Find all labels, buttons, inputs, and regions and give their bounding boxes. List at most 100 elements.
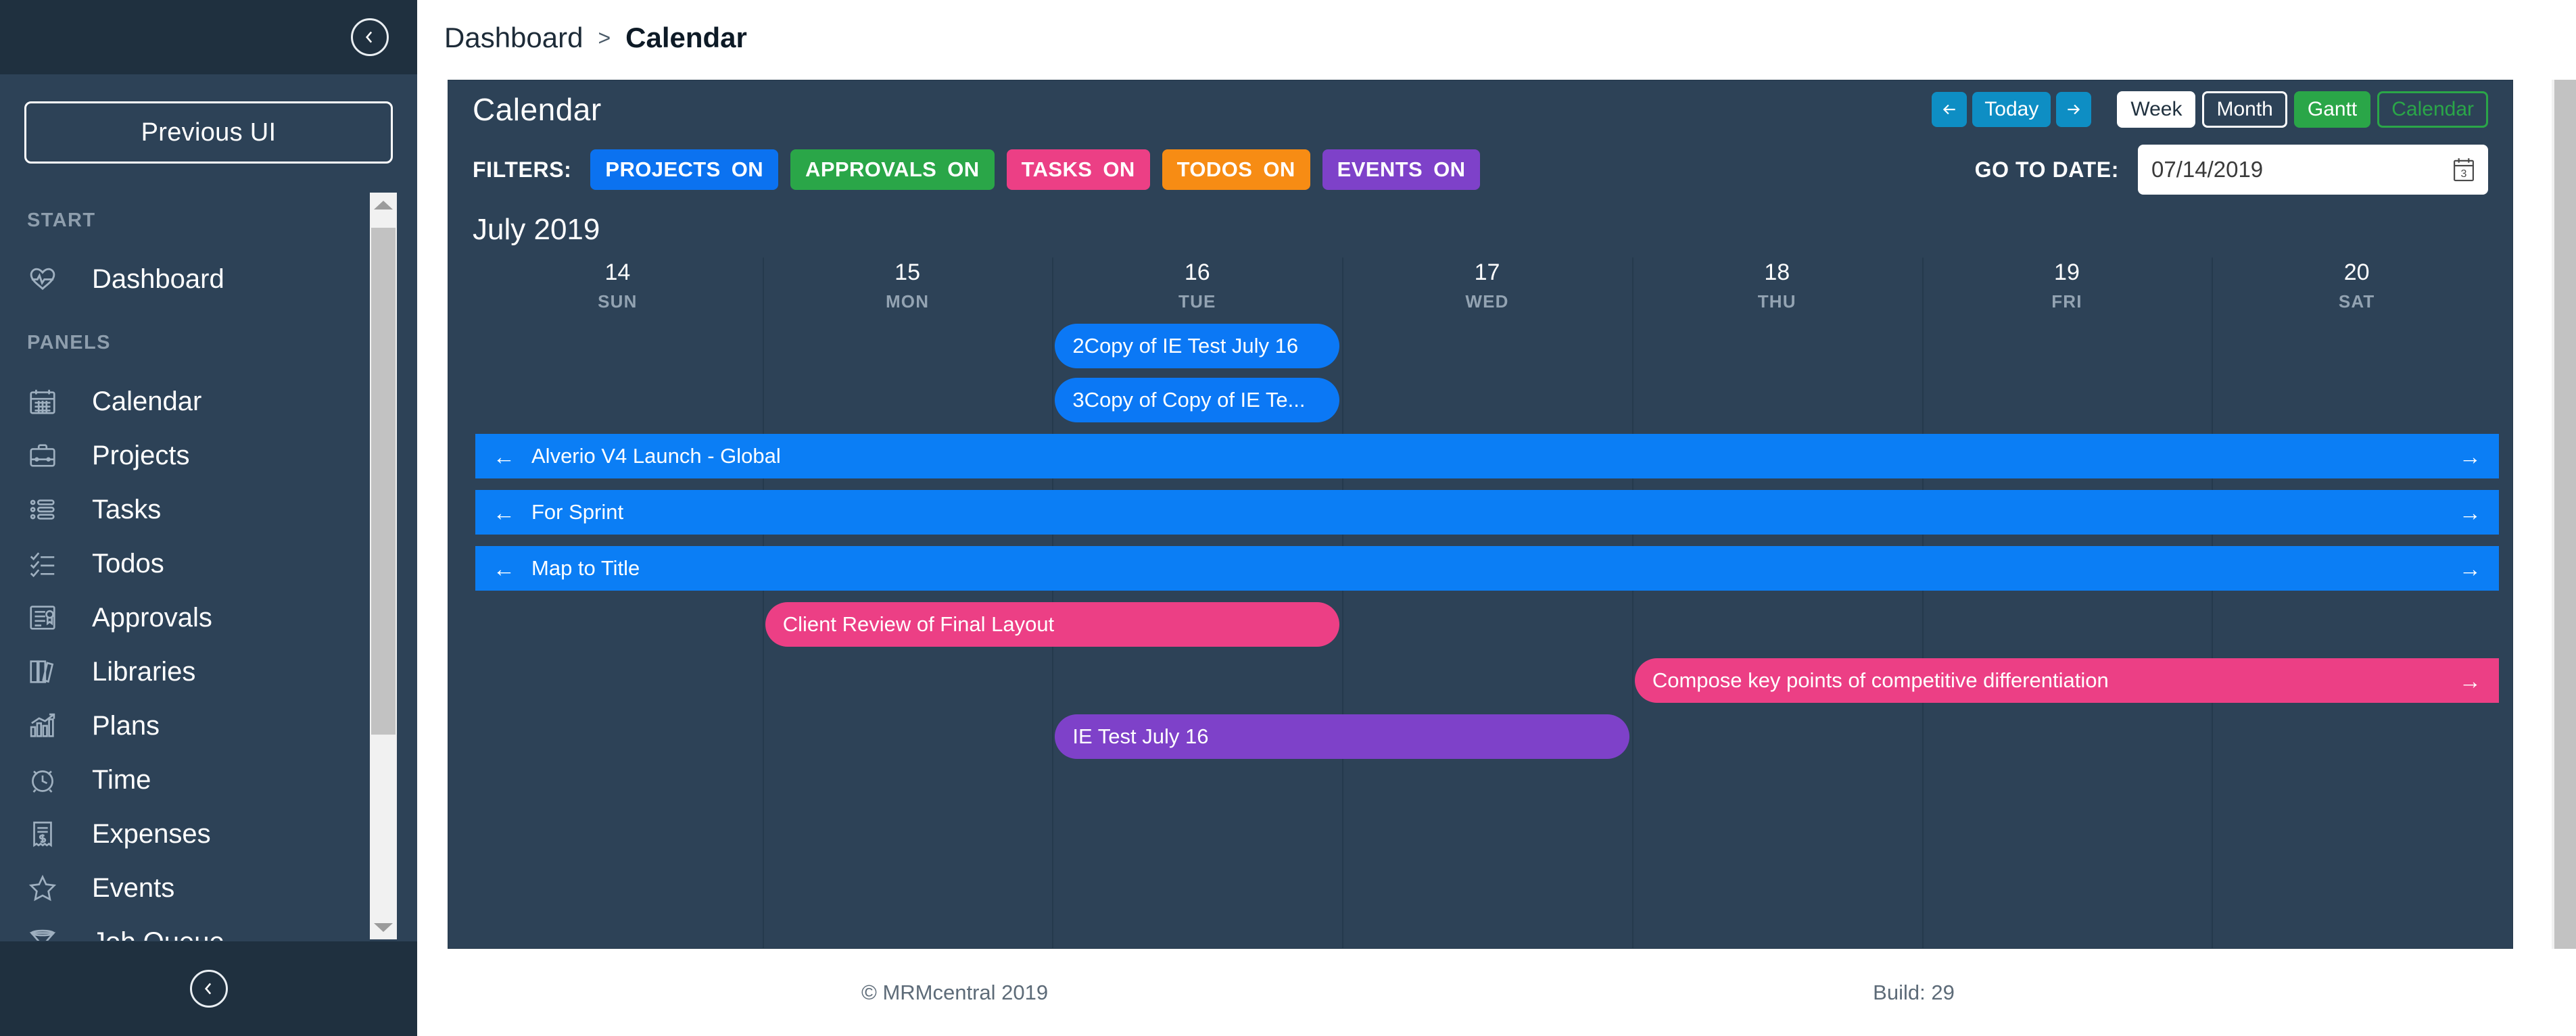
day-number: 20 — [2343, 260, 2370, 285]
sidebar-item-label: Calendar — [92, 386, 202, 416]
breadcrumb-current: Calendar — [625, 22, 747, 53]
sidebar-item-projects[interactable]: Projects — [0, 428, 385, 483]
sidebar-item-tasks[interactable]: Tasks — [0, 483, 385, 537]
event-title: Compose key points of competitive differ… — [1652, 668, 2109, 692]
day-of-week: WED — [1465, 291, 1509, 312]
calendar-day-column[interactable] — [1342, 316, 1632, 762]
sidebar-item-label: Events — [92, 872, 175, 903]
filter-chip-state: ON — [1263, 157, 1295, 181]
event-continues-right-arrow-icon: → — [2459, 443, 2481, 469]
calendar-picker-icon[interactable]: 3 — [2452, 157, 2476, 182]
sidebar-item-time[interactable]: Time — [0, 753, 385, 807]
sidebar: Previous UI START Dashboard PANELS — [0, 0, 417, 1036]
panel-scrollbar-thumb[interactable] — [2554, 80, 2576, 949]
calendar-event[interactable]: ←Alverio V4 Launch - Global→ — [475, 434, 2499, 478]
footer-build: Build: 29 — [1873, 981, 1955, 1004]
breadcrumb-dashboard-link[interactable]: Dashboard — [444, 22, 583, 53]
sidebar-footer — [0, 941, 417, 1036]
calendar-event[interactable]: IE Test July 16 — [1055, 714, 1629, 759]
sidebar-item-label: Tasks — [92, 494, 162, 524]
sidebar-item-dashboard[interactable]: Dashboard — [0, 252, 385, 306]
certificate-icon — [27, 600, 66, 635]
sidebar-item-libraries[interactable]: Libraries — [0, 645, 385, 699]
panel-scrollbar[interactable] — [2552, 80, 2576, 949]
bar-chart-up-icon — [27, 708, 66, 743]
sidebar-collapse-top-button[interactable] — [351, 18, 389, 56]
today-button[interactable]: Today — [1972, 92, 2051, 127]
filter-chip-state: ON — [1433, 157, 1466, 181]
calendar-event[interactable]: ←Map to Title→ — [475, 546, 2499, 591]
sidebar-item-plans[interactable]: Plans — [0, 699, 385, 753]
calendar-day-column[interactable] — [1631, 316, 1922, 762]
sidebar-item-approvals[interactable]: Approvals — [0, 591, 385, 645]
sidebar-nav: START Dashboard PANELS — [0, 184, 417, 941]
sidebar-section-panels-label: PANELS — [27, 332, 111, 353]
books-icon — [27, 654, 66, 689]
event-continues-right-arrow-icon: → — [2459, 499, 2481, 525]
calendar-events-layer: 2Copy of IE Test July 16 3Copy of Copy of… — [473, 316, 2502, 762]
sidebar-item-expenses[interactable]: Expenses — [0, 807, 385, 861]
event-title: Map to Title — [531, 556, 640, 580]
previous-ui-button[interactable]: Previous UI — [24, 101, 393, 164]
breadcrumb-separator: > — [598, 25, 611, 50]
view-gantt-button[interactable]: Gantt — [2293, 91, 2371, 128]
day-of-week: THU — [1757, 291, 1796, 312]
prev-period-button[interactable] — [1932, 92, 1967, 127]
calendar-day-column[interactable] — [1922, 316, 2212, 762]
calendar-event[interactable]: Client Review of Final Layout — [765, 602, 1340, 647]
sidebar-item-job-queue[interactable]: Job Queue — [0, 915, 385, 941]
filters-label: FILTERS: — [473, 157, 572, 182]
calendar-event[interactable]: 2Copy of IE Test July 16 — [1055, 324, 1340, 368]
sidebar-item-label: Libraries — [92, 656, 196, 687]
sidebar-item-calendar[interactable]: Calendar — [0, 374, 385, 428]
list-icon — [27, 492, 66, 527]
view-calendar-button[interactable]: Calendar — [2377, 91, 2488, 128]
calendar-day-column[interactable] — [762, 316, 1053, 762]
scrollbar-up-arrow-icon[interactable] — [370, 193, 397, 217]
calendar-day-column[interactable] — [2212, 316, 2502, 762]
calendar-event[interactable]: 3Copy of Copy of IE Te... — [1055, 378, 1340, 422]
next-period-button[interactable] — [2056, 92, 2092, 127]
page-footer: © MRMcentral 2019 Build: 29 Powered by M… — [834, 949, 2576, 1036]
heartbeat-icon — [27, 262, 66, 297]
sidebar-collapse-bottom-button[interactable] — [189, 970, 228, 1008]
scrollbar-thumb[interactable] — [371, 228, 396, 735]
goto-date-group: GO TO DATE: 07/14/2019 3 — [1975, 145, 2488, 195]
funnel-icon — [27, 924, 66, 941]
day-number: 18 — [1764, 260, 1790, 285]
event-title: 2Copy of IE Test July 16 — [1072, 334, 1299, 357]
day-number: 16 — [1184, 260, 1210, 285]
event-title: For Sprint — [531, 500, 624, 524]
scrollbar-down-arrow-icon[interactable] — [370, 915, 397, 939]
calendar-event[interactable]: ←For Sprint→ — [475, 490, 2499, 535]
goto-date-value: 07/14/2019 — [2151, 157, 2264, 182]
sidebar-scrollbar[interactable] — [370, 193, 397, 939]
filter-chip-state: ON — [731, 157, 764, 181]
filter-chip-name: TODOS — [1176, 157, 1253, 181]
view-month-button[interactable]: Month — [2202, 91, 2287, 128]
chevron-left-icon — [204, 983, 211, 995]
calendar-day-column[interactable] — [1052, 316, 1342, 762]
sidebar-header — [0, 0, 417, 74]
calendar-panel: Calendar Today Week — [448, 80, 2513, 949]
sidebar-item-todos[interactable]: Todos — [0, 537, 385, 591]
chevron-left-icon — [365, 31, 373, 43]
sidebar-item-events[interactable]: Events — [0, 861, 385, 915]
svg-text:3: 3 — [2461, 168, 2467, 180]
filter-chip-todos[interactable]: TODOS ON — [1162, 149, 1310, 190]
event-continues-left-arrow-icon: ← — [493, 556, 515, 581]
goto-date-input[interactable]: 07/14/2019 3 — [2138, 145, 2488, 195]
calendar-event[interactable]: Compose key points of competitive differ… — [1634, 658, 2499, 703]
view-week-button[interactable]: Week — [2117, 91, 2196, 128]
previous-ui-wrap: Previous UI — [0, 74, 417, 164]
